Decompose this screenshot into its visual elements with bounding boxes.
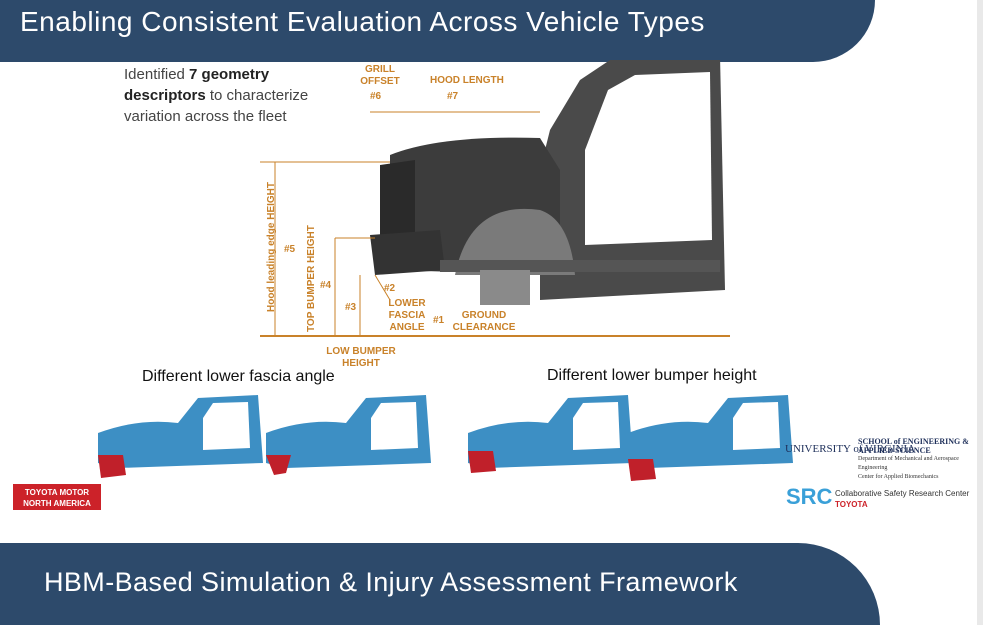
grille [380, 160, 415, 250]
fe-model-2 [266, 395, 431, 475]
seas-title: SCHOOL of ENGINEERING & APPLIED SCIENCE [858, 437, 969, 455]
intro-prefix: Identified [124, 66, 190, 83]
csrc-text: Collaborative Safety Research Center TOY… [835, 488, 969, 510]
seas-center: Center for Applied Biomechanics [858, 474, 939, 480]
next-title-banner: HBM-Based Simulation & Injury Assessment… [0, 543, 880, 625]
window-opening [585, 72, 712, 245]
grill-offset-number: #6 [370, 91, 382, 102]
hood-leading-edge-label: Hood leading edge HEIGHT [266, 181, 277, 312]
top-bumper-number: #4 [320, 280, 332, 291]
intro-suffix: to characterize variation across the fle… [124, 87, 309, 125]
lower-fascia-label: LOWER FASCIA ANGLE [388, 298, 426, 333]
toyota-logo: TOYOTA MOTOR NORTH AMERICA [13, 484, 101, 510]
lower-fascia-number: #2 [384, 283, 396, 294]
frame-rail [440, 260, 720, 272]
truck-diagram [260, 60, 730, 337]
slide-edge [977, 0, 983, 625]
next-slide-title: HBM-Based Simulation & Injury Assessment… [44, 567, 738, 597]
caption-fascia-angle: Different lower fascia angle [142, 368, 335, 385]
grill-offset-label: GRILL OFFSET [360, 64, 400, 87]
seas-department: Department of Mechanical and Aerospace E… [858, 456, 959, 471]
ground-clearance-label: GROUND CLEARANCE [452, 310, 516, 333]
intro-bold: 7 geometry descriptors [124, 66, 270, 104]
seas-logo: SCHOOL of ENGINEERING & APPLIED SCIENCE … [858, 437, 978, 482]
uva-logo: UNIVERSITY of VIRGINIA [785, 443, 916, 455]
hood-length-number: #7 [447, 91, 459, 102]
intro-text: Identified 7 geometry descriptors to cha… [124, 64, 354, 127]
hood-leading-edge-number: #5 [284, 244, 296, 255]
suspension [480, 270, 530, 305]
ground-clearance-number: #1 [433, 315, 445, 326]
fe-model-4 [628, 395, 793, 481]
csrc-toyota: TOYOTA [835, 500, 868, 509]
fe-model-1 [98, 395, 263, 478]
low-bumper-number: #3 [345, 302, 357, 313]
slide-title: Enabling Consistent Evaluation Across Ve… [20, 6, 705, 37]
title-banner: Enabling Consistent Evaluation Across Ve… [0, 0, 875, 62]
caption-bumper-height: Different lower bumper height [547, 367, 757, 384]
low-bumper-label: LOW BUMPER HEIGHT [326, 346, 396, 369]
fascia-angle-line [374, 274, 391, 301]
wheel-arch [455, 208, 575, 275]
csrc-logo: SRC [786, 484, 833, 509]
csrc-name: Collaborative Safety Research Center [835, 489, 970, 498]
front-bumper [370, 230, 445, 275]
hood-length-label: HOOD LENGTH [430, 75, 504, 86]
fe-model-3 [468, 395, 633, 473]
top-bumper-label: TOP BUMPER HEIGHT [306, 225, 317, 332]
